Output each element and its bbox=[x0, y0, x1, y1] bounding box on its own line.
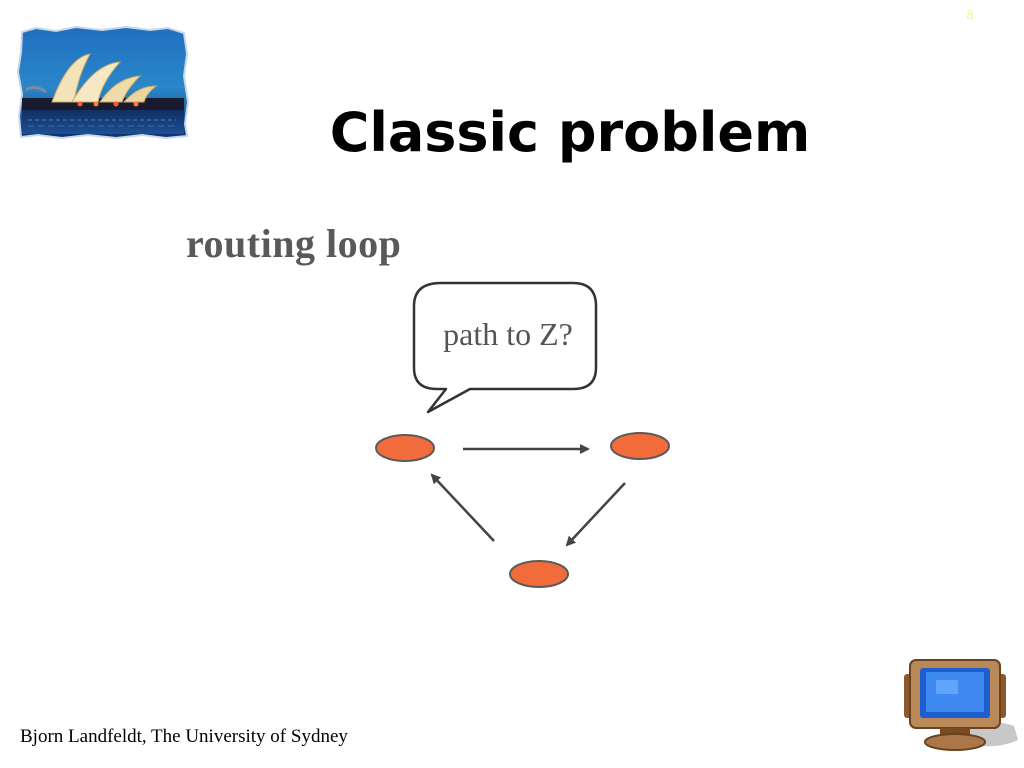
speech-bubble-text: path to Z? bbox=[443, 316, 573, 352]
slide-number: 8 bbox=[966, 8, 974, 23]
edge-right-to-bottom bbox=[565, 482, 626, 547]
node-left bbox=[375, 434, 435, 462]
edge-bottom-to-left bbox=[430, 473, 495, 542]
diagram-label: routing loop bbox=[186, 221, 402, 266]
routing-loop-diagram bbox=[375, 281, 670, 588]
computer-monitor-icon bbox=[904, 659, 1018, 751]
speech-bubble bbox=[412, 281, 598, 414]
slide-title: Classic problem bbox=[329, 101, 811, 164]
sydney-opera-house-logo-icon bbox=[16, 25, 190, 140]
node-right bbox=[610, 432, 670, 460]
footer-credit: Bjorn Landfeldt, The University of Sydne… bbox=[20, 726, 348, 747]
node-bottom bbox=[509, 560, 569, 588]
